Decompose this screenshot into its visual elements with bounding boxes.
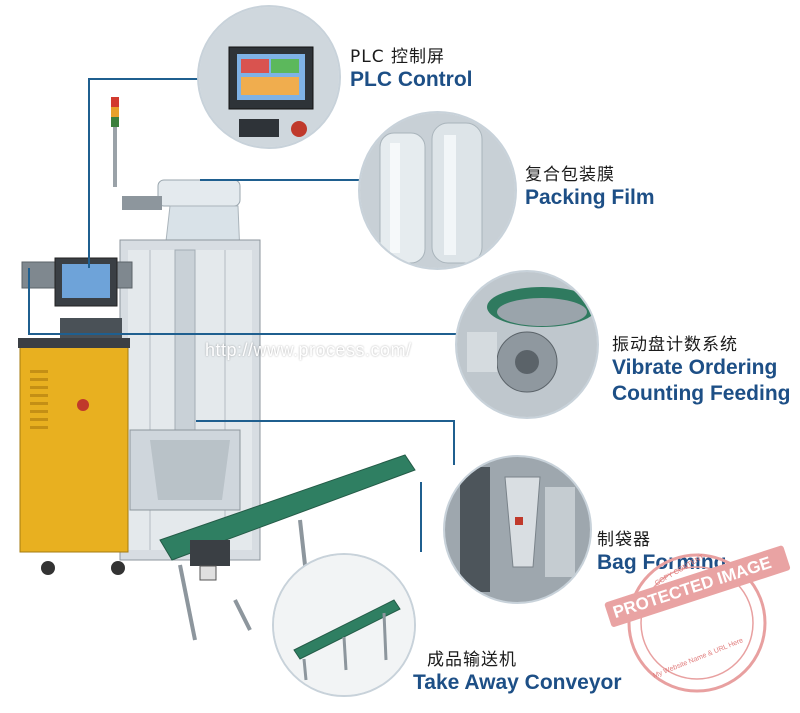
leader-plc-v xyxy=(88,78,90,268)
film-label-cn: 复合包装膜 xyxy=(525,165,615,185)
vibrate-label-cn: 振动盘计数系统 xyxy=(612,335,738,355)
leader-plc-h xyxy=(88,78,220,80)
plc-label-en: PLC Control xyxy=(350,68,473,91)
control-cabinet xyxy=(18,338,130,575)
bag-forming-detail-image xyxy=(443,455,592,604)
conveyor-label-en: Take Away Conveyor xyxy=(413,671,622,694)
callout-bag: 制袋器 Bag Forming xyxy=(597,525,727,576)
protected-image-stamp: COPY CONTENT PROTECTED IMAGE My Website … xyxy=(602,544,791,695)
bag-former-icon xyxy=(445,457,590,602)
vibrate-label-en: Vibrate Ordering xyxy=(612,356,778,379)
vibrate-bowl-icon xyxy=(457,272,597,417)
packing-film-detail-image xyxy=(358,111,517,270)
callout-conveyor: 成品输送机 Take Away Conveyor xyxy=(413,645,622,696)
conveyor-icon xyxy=(274,555,414,695)
callout-vibrate: 振动盘计数系统 Vibrate Ordering Counting Feedin… xyxy=(612,330,790,407)
leader-conveyor xyxy=(420,482,422,552)
film-roll-icon xyxy=(360,113,515,268)
take-away-conveyor xyxy=(159,454,416,641)
leader-vibrate-v xyxy=(28,268,30,334)
callout-film: 复合包装膜 Packing Film xyxy=(525,160,655,211)
bag-label-en: Bag Forming xyxy=(597,551,727,574)
vibrate-feeder-detail-image xyxy=(455,270,599,419)
leader-vibrate-h xyxy=(28,333,463,335)
plc-control-detail-image xyxy=(197,5,341,149)
stamp-ring-icon xyxy=(627,553,767,693)
leader-bag-v xyxy=(453,420,455,465)
leader-bag-h xyxy=(196,420,454,422)
plc-panel-icon xyxy=(199,7,339,147)
plc-label-cn: PLC 控制屏 xyxy=(350,47,445,67)
conveyor-label-cn: 成品输送机 xyxy=(427,650,517,670)
bag-label-cn: 制袋器 xyxy=(597,530,651,550)
bag-forming-tube xyxy=(129,429,241,511)
film-label-en: Packing Film xyxy=(525,186,655,209)
signal-tower xyxy=(111,97,119,187)
machine-frame xyxy=(119,239,261,561)
watermark-url: http://www.process.com/ xyxy=(205,340,412,360)
leader-film xyxy=(200,179,365,181)
callout-plc: PLC 控制屏 PLC Control xyxy=(350,42,472,93)
conveyor-detail-image xyxy=(272,553,416,697)
vibrate-label-en-2: Counting Feeding xyxy=(612,382,791,405)
